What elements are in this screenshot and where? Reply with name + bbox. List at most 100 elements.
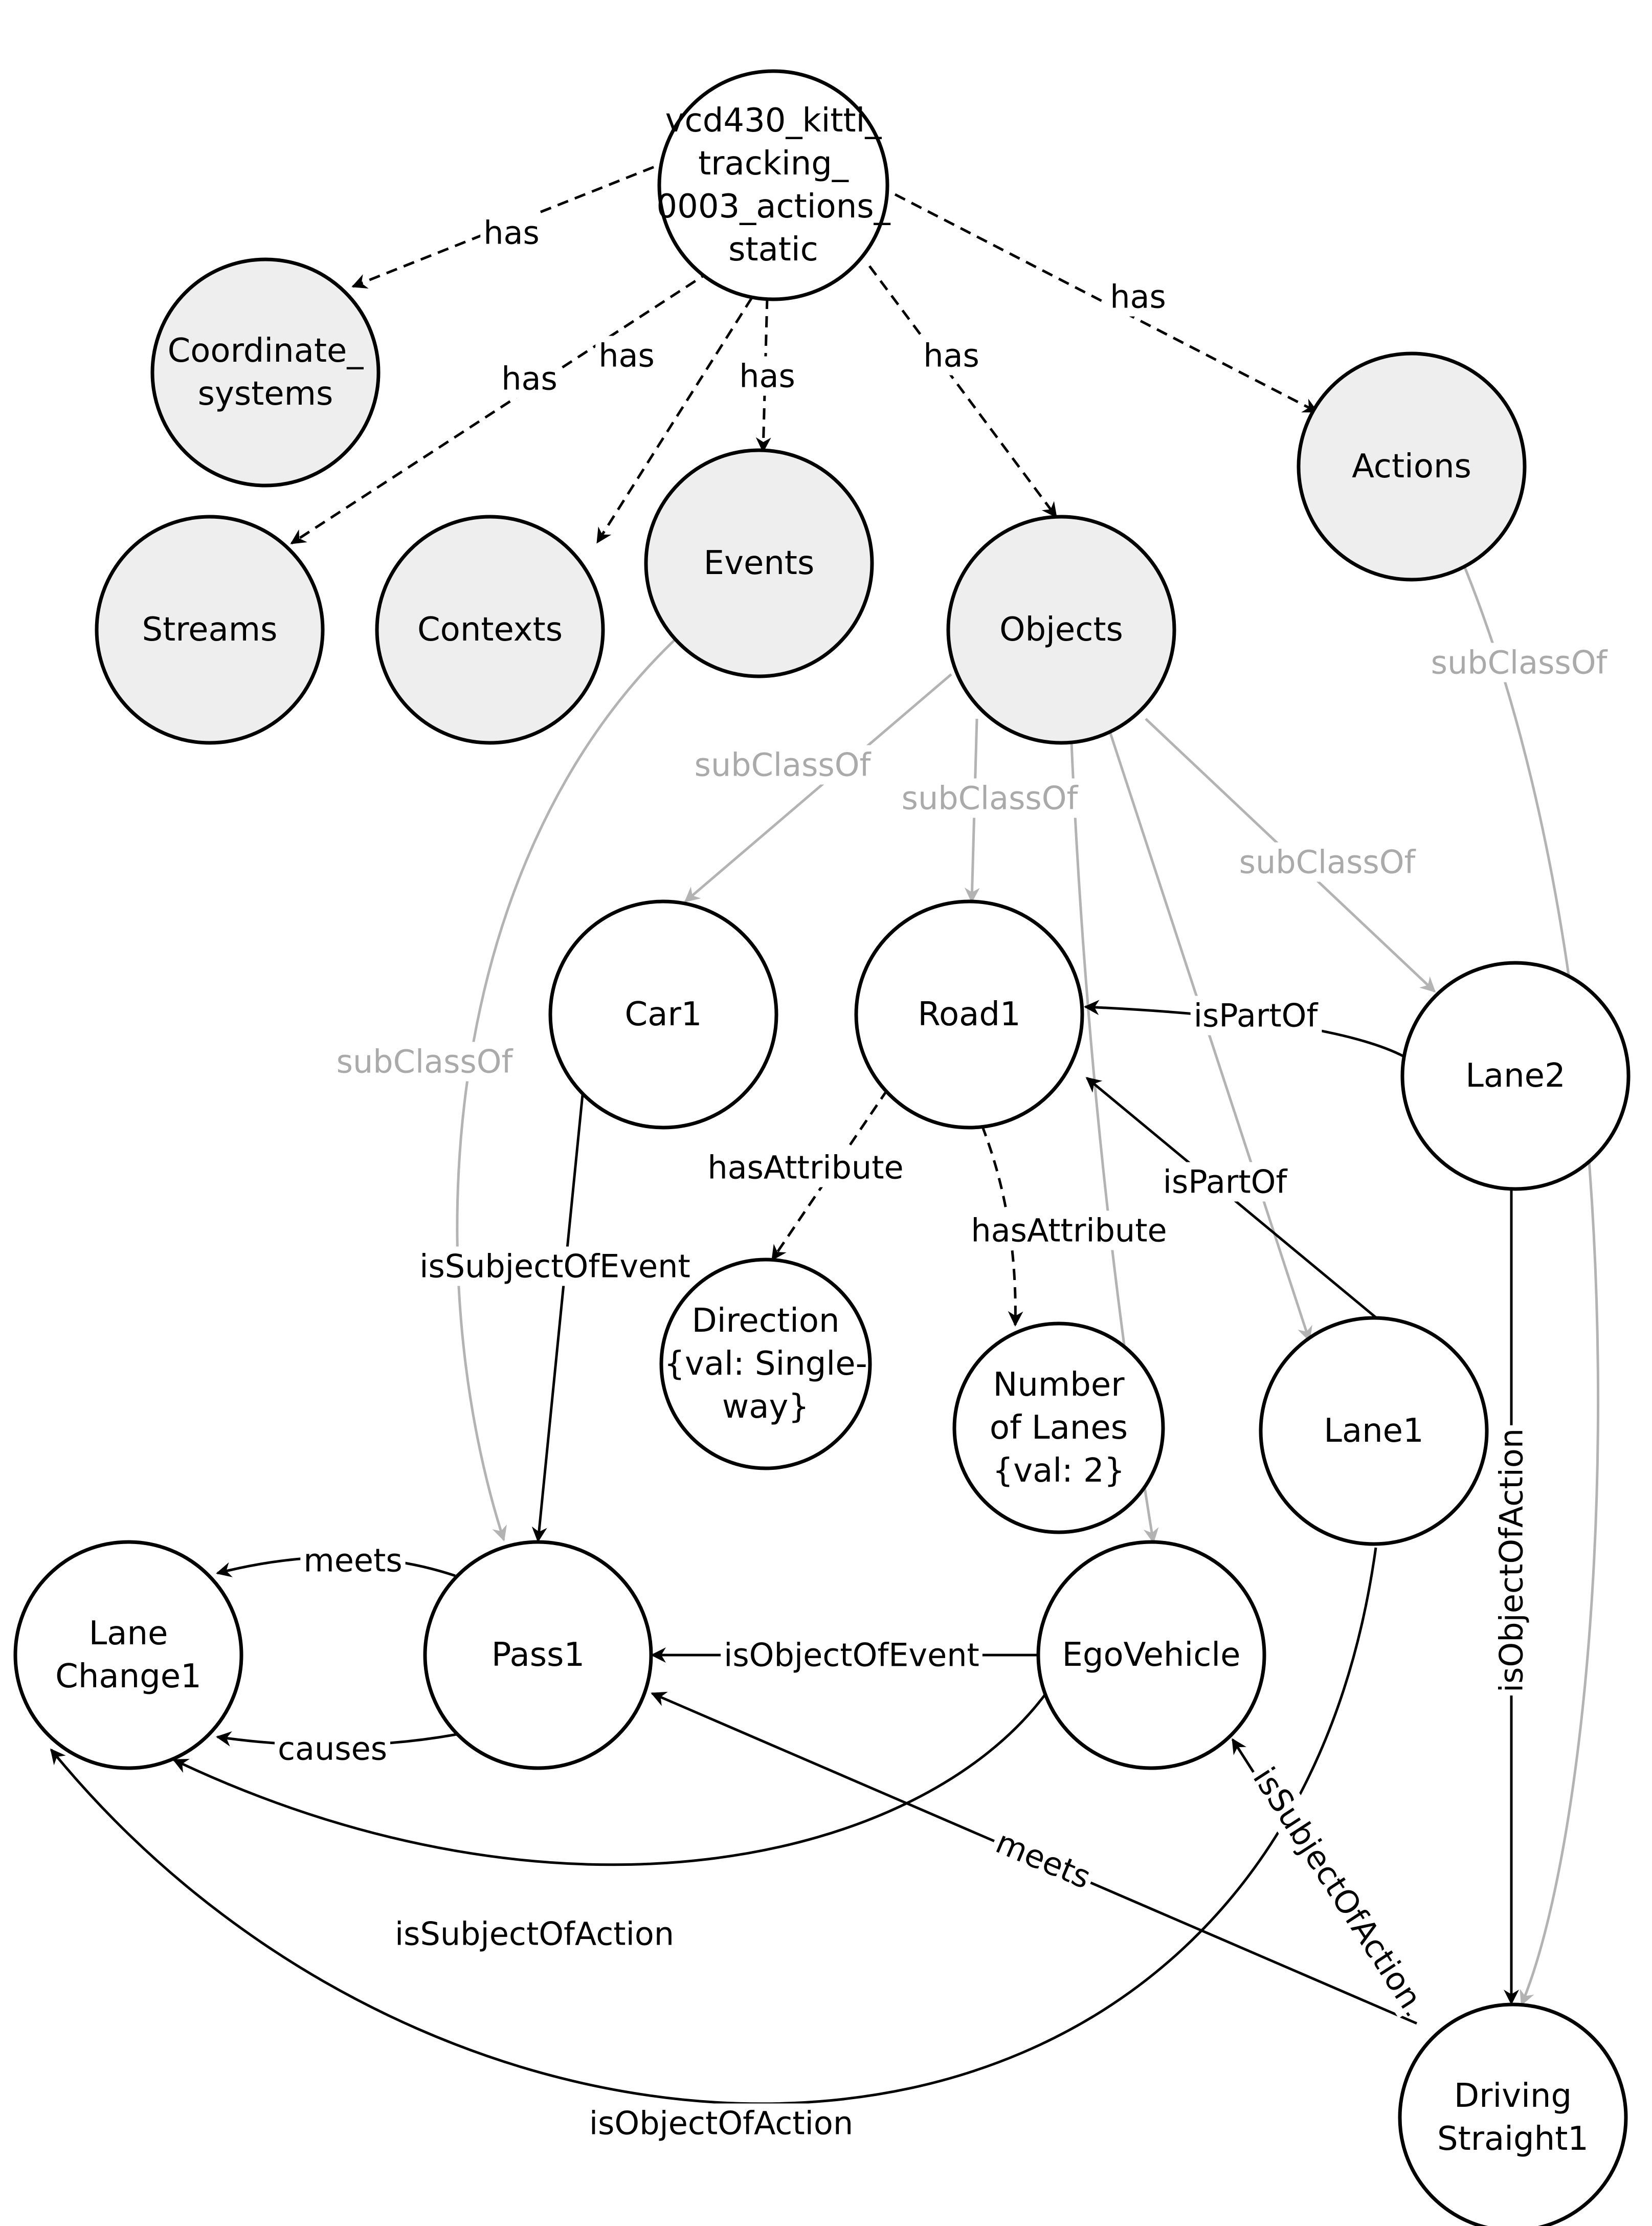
node-circle: [13, 1540, 243, 1770]
node-circle: [1036, 1540, 1266, 1770]
edge-label-3: has: [736, 356, 798, 396]
node-numlanes: Number of Lanes {val: 2}: [952, 1321, 1165, 1534]
node-label-line: 0003_actions_: [656, 188, 890, 226]
edge-root-contexts-2: [596, 297, 753, 544]
edge-label-background: [1243, 1757, 1432, 2019]
edge-label-text: has: [739, 358, 795, 395]
edge-label-25: isObjectOfAction: [586, 2103, 857, 2143]
node-label-line: Lane1: [1324, 1412, 1424, 1450]
edge-label-5: has: [1107, 277, 1169, 317]
node-car1: Car1: [548, 899, 778, 1130]
node-streams: Streams: [95, 515, 325, 745]
node-label-line: Car1: [625, 996, 702, 1033]
edge-label-12: subClassOf: [1427, 643, 1612, 682]
edge-label-background: [274, 1729, 391, 1769]
node-label-line: Driving: [1454, 2077, 1572, 2115]
edge-label-background: [987, 1821, 1100, 1899]
edge-actions-driving1-12: [1456, 549, 1600, 2006]
edge-label-text: hasAttribute: [971, 1212, 1167, 1249]
node-road1: Road1: [854, 899, 1084, 1130]
edge-label-background: [416, 1246, 694, 1286]
edge-label-15: hasAttribute: [704, 1148, 907, 1187]
edge-line: [1108, 731, 1312, 1342]
edge-label-text: has: [598, 337, 655, 374]
node-label-line: Direction: [691, 1302, 839, 1340]
edge-root-coord-0: [351, 152, 688, 289]
node-lane1: Lane1: [1259, 1316, 1489, 1546]
edge-label-text: subClassOf: [1239, 844, 1417, 881]
edge-line: [172, 1692, 1047, 1866]
edge-label-17: isSubjectOfEvent: [416, 1246, 694, 1286]
edge-line: [290, 259, 727, 545]
edge-label-text: meets: [303, 1542, 402, 1579]
edge-line: [684, 673, 952, 902]
node-egovehicle: EgoVehicle: [1036, 1540, 1266, 1770]
edge-label-background: [920, 336, 983, 376]
edge-label-7: subClassOf: [898, 778, 1082, 818]
edge-label-text: subClassOf: [902, 780, 1079, 817]
node-label-line: Events: [704, 544, 815, 582]
edge-line: [894, 193, 1319, 413]
node-label-line: static: [728, 231, 818, 269]
edge-label-background: [498, 359, 561, 399]
nodes-layer: vcd430_kitti_tracking_0003_actions_stati…: [13, 69, 1631, 2226]
edge-label-16: hasAttribute: [968, 1210, 1170, 1250]
node-label-line: systems: [198, 375, 333, 413]
edge-root-actions-5: [894, 193, 1319, 413]
edge-label-text: isPartOf: [1194, 997, 1319, 1034]
edge-line: [596, 297, 753, 544]
node-label-line: Number: [993, 1366, 1125, 1404]
edge-objects-car1-6: [684, 673, 952, 902]
edge-label-background: [333, 1042, 517, 1082]
edge-objects-lane1-9: [1108, 731, 1312, 1342]
edge-label-background: [1491, 1425, 1531, 1696]
edge-label-8: subClassOf: [1236, 842, 1420, 882]
node-label-line: way}: [722, 1388, 809, 1426]
edge-label-text: has: [501, 360, 557, 398]
edge-label-14: isPartOf: [1159, 1162, 1291, 1202]
node-label-line: Actions: [1352, 448, 1471, 486]
node-label-line: Contexts: [417, 611, 563, 649]
edge-label-text: hasAttribute: [707, 1149, 903, 1186]
edge-label-background: [736, 356, 798, 396]
edge-label-background: [1107, 277, 1169, 317]
node-root: vcd430_kitti_tracking_0003_actions_stati…: [656, 69, 891, 301]
node-pass1: Pass1: [423, 1540, 653, 1770]
edge-label-13: isPartOf: [1190, 996, 1322, 1035]
edge-root-objects-4: [868, 265, 1058, 518]
edge-label-text: isObjectOfAction: [1493, 1428, 1530, 1692]
node-label-line: Change1: [55, 1658, 202, 1695]
edge-label-background: [704, 1148, 907, 1187]
edge-label-2: has: [595, 336, 658, 376]
node-label-line: Streams: [142, 611, 278, 649]
edge-label-background: [721, 1635, 983, 1675]
edge-line: [1456, 549, 1600, 2006]
node-label-line: tracking_: [698, 145, 849, 183]
edge-label-text: isSubjectOfEvent: [419, 1248, 690, 1285]
edge-label-text: isSubjectOfAction: [395, 1915, 674, 1953]
edge-label-background: [480, 213, 543, 253]
edge-label-21: isObjectOfEvent: [721, 1635, 983, 1675]
edge-label-18: isObjectOfAction: [1491, 1425, 1531, 1696]
edge-label-22: isSubjectOfAction: [391, 1914, 678, 1954]
node-direction: Direction{val: Single-way}: [659, 1258, 872, 1470]
edge-label-6: subClassOf: [691, 745, 875, 785]
edge-label-text: has: [1110, 278, 1166, 316]
node-circle: [644, 448, 874, 678]
edge-label-text: isSubjectOfAction: [1246, 1760, 1430, 2015]
node-circle: [375, 515, 605, 745]
node-label-line: Pass1: [492, 1636, 585, 1674]
edge-label-background: [391, 1914, 678, 1954]
node-label-line: Objects: [999, 611, 1123, 649]
node-label-line: EgoVehicle: [1062, 1636, 1240, 1674]
edge-labels-layer: hashashashashashassubClassOfsubClassOfsu…: [274, 213, 1612, 2143]
edge-label-background: [1190, 996, 1322, 1035]
edge-label-11: subClassOf: [333, 1042, 517, 1082]
node-label-line: {val: 2}: [993, 1452, 1125, 1490]
edge-label-background: [300, 1540, 406, 1580]
node-circle: [854, 899, 1084, 1130]
node-circle: [150, 257, 381, 488]
node-label-line: of Lanes: [990, 1409, 1128, 1447]
